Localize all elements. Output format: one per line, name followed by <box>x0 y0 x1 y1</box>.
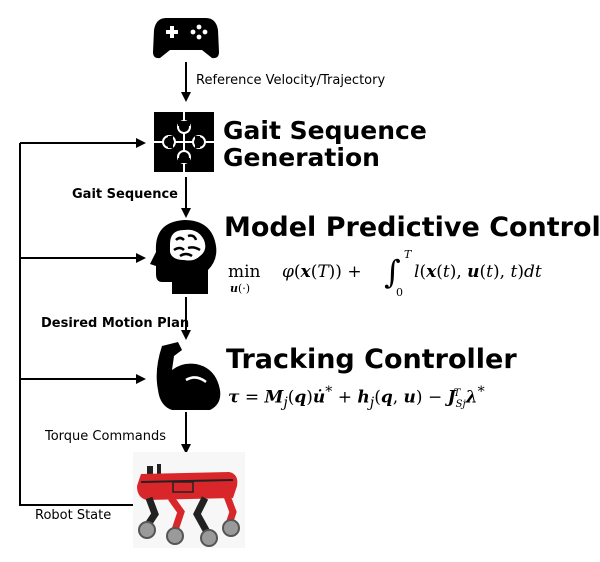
flexed-arm-icon <box>156 342 221 410</box>
feedback-line-robot-state <box>19 143 135 506</box>
edge-label-torque: Torque Commands <box>45 429 167 444</box>
edge-label-gait-sequence: Gait Sequence <box>72 187 178 202</box>
tracking-formula: τ = Mj(q)u̇* + hj(q, u) − JSjT λ* <box>228 384 485 412</box>
gamepad-icon <box>153 18 219 59</box>
quadruped-robot-icon <box>133 452 245 548</box>
mpc-formula: min u(·) φ(x(T)) + ∫ T 0 l(x(t), u(t), t… <box>228 248 542 299</box>
mpc-block-title: Model Predictive Control <box>224 212 600 243</box>
gait-block-title: Gait Sequence Generation <box>223 117 427 171</box>
brain-head-icon <box>150 220 217 294</box>
edge-label-robot-state: Robot State <box>35 508 112 523</box>
gait-title-line2: Generation <box>223 143 380 172</box>
gait-title-line1: Gait Sequence <box>223 116 427 145</box>
puzzle-icon <box>154 112 214 172</box>
edge-label-reference: Reference Velocity/Trajectory <box>196 73 386 88</box>
tracking-block-title: Tracking Controller <box>226 344 517 375</box>
edge-label-motion-plan: Desired Motion Plan <box>41 316 190 331</box>
